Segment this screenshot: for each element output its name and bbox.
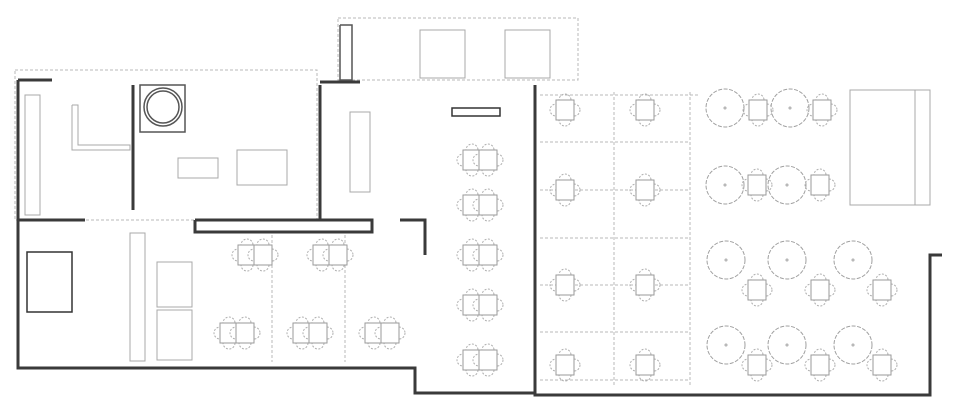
table	[364, 322, 384, 344]
table	[555, 179, 575, 201]
tree-trunk	[788, 106, 792, 110]
tree-trunk	[785, 258, 789, 262]
table	[478, 294, 498, 316]
table	[462, 194, 482, 216]
table	[747, 174, 767, 196]
tree-icon	[833, 325, 873, 365]
table	[462, 244, 482, 266]
tree-trunk	[724, 343, 728, 347]
tree-icon	[833, 240, 873, 280]
tree-trunk	[723, 106, 727, 110]
table	[312, 244, 332, 266]
table	[812, 99, 832, 121]
table	[810, 174, 830, 196]
table	[872, 279, 892, 301]
tree-trunk	[785, 183, 789, 187]
table	[810, 279, 830, 301]
tree-icon	[706, 240, 746, 280]
table	[555, 354, 575, 376]
table	[555, 274, 575, 296]
tree-trunk	[723, 183, 727, 187]
table	[462, 149, 482, 171]
table	[237, 244, 257, 266]
exterior-walls	[16, 24, 942, 397]
table	[555, 99, 575, 121]
table	[478, 149, 498, 171]
table	[478, 244, 498, 266]
table	[748, 99, 768, 121]
table	[872, 354, 892, 376]
grid-lines	[271, 92, 700, 385]
table	[462, 349, 482, 371]
furniture	[213, 88, 898, 382]
tree-trunk	[851, 258, 855, 262]
table	[478, 349, 498, 371]
table	[328, 244, 348, 266]
round-stair	[139, 84, 186, 133]
table	[380, 322, 400, 344]
table	[462, 294, 482, 316]
tree-trunk	[724, 258, 728, 262]
interior-fixtures	[24, 29, 931, 362]
table	[747, 279, 767, 301]
tree-trunk	[785, 343, 789, 347]
tree-icon	[767, 240, 807, 280]
tree-trunk	[851, 343, 855, 347]
table	[253, 244, 273, 266]
table	[308, 322, 328, 344]
table	[292, 322, 312, 344]
tree-icon	[767, 325, 807, 365]
tree-icon	[770, 88, 810, 128]
table	[747, 354, 767, 376]
tree-icon	[705, 88, 745, 128]
table	[635, 274, 655, 296]
table	[635, 354, 655, 376]
table	[478, 194, 498, 216]
table	[235, 322, 255, 344]
outline-dashed	[14, 17, 579, 221]
table	[635, 179, 655, 201]
tree-icon	[767, 165, 807, 205]
table	[635, 99, 655, 121]
table	[810, 354, 830, 376]
table	[219, 322, 239, 344]
tree-icon	[705, 165, 745, 205]
tree-icon	[706, 325, 746, 365]
